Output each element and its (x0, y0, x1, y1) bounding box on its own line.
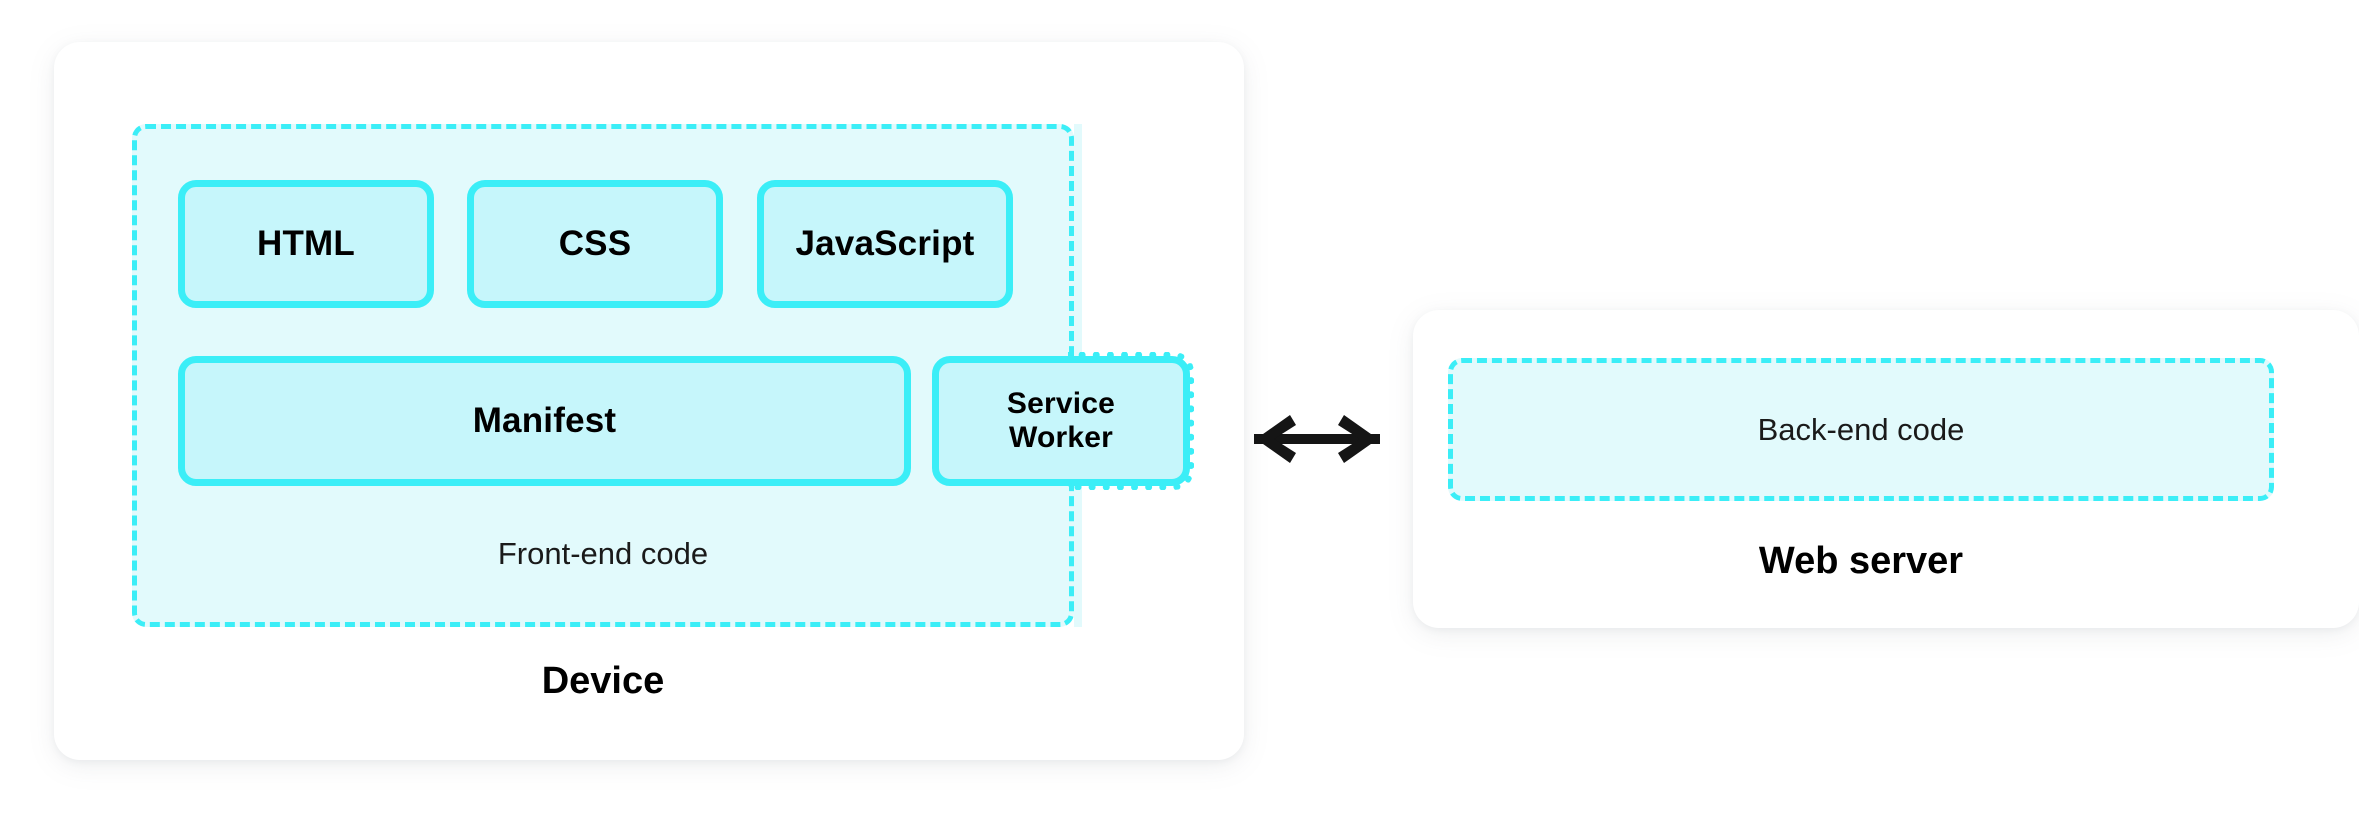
front-end-code-caption: Front-end code (497, 536, 709, 571)
bidirectional-arrow-icon (1222, 398, 1412, 480)
css-box[interactable]: CSS (467, 180, 723, 308)
service-worker-box[interactable]: Service Worker (932, 356, 1190, 486)
service-worker-label-line1: Service (1006, 386, 1116, 420)
back-end-code-group (1448, 358, 2274, 501)
back-end-code-caption: Back-end code (1757, 412, 1965, 447)
javascript-box[interactable]: JavaScript (757, 180, 1013, 308)
html-box-label: HTML (257, 223, 355, 263)
service-worker-box-label: Service Worker (1007, 387, 1115, 456)
service-worker-label-line2: Worker (1008, 421, 1113, 454)
device-card-title: Device (541, 660, 665, 702)
javascript-box-label: JavaScript (795, 223, 975, 263)
web-server-card-title: Web server (1758, 540, 1964, 582)
manifest-box[interactable]: Manifest (178, 356, 911, 486)
manifest-box-label: Manifest (472, 400, 617, 440)
html-box[interactable]: HTML (178, 180, 434, 308)
css-box-label: CSS (558, 223, 632, 263)
